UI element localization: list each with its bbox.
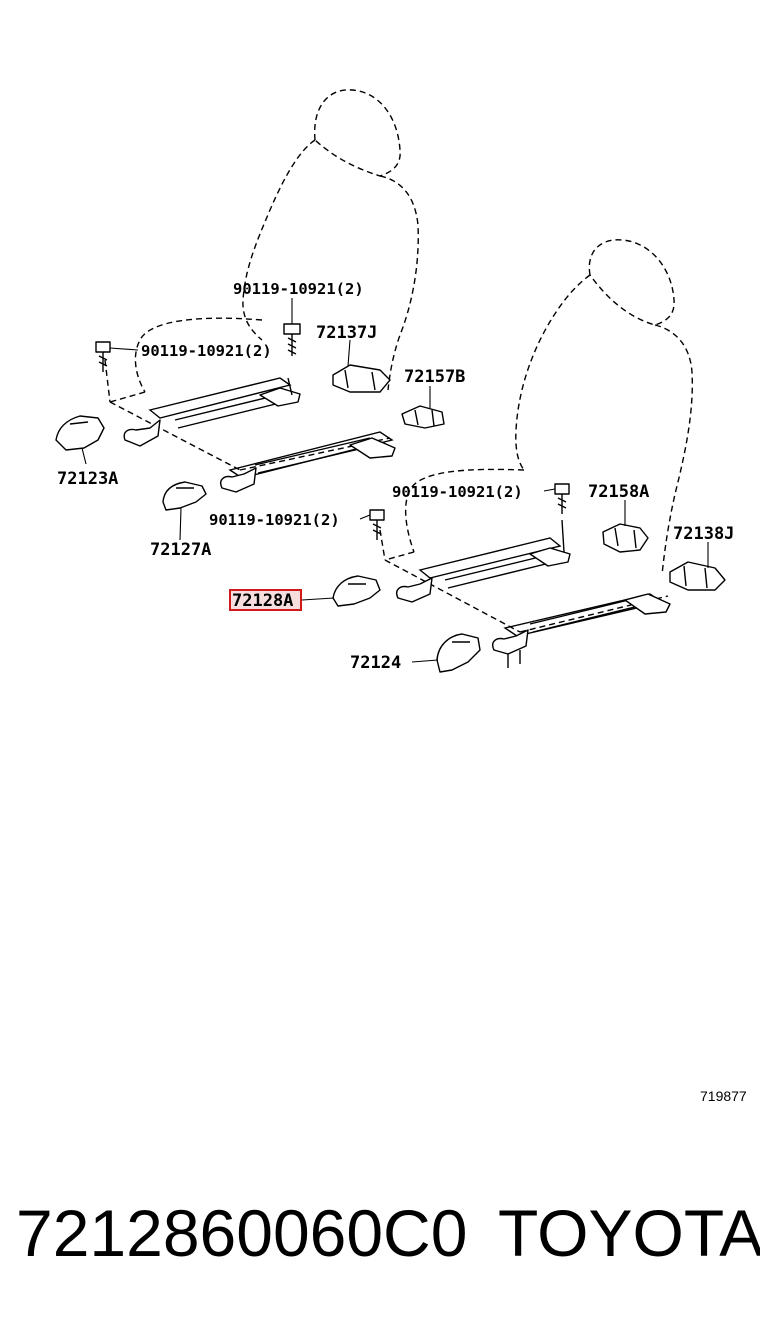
leader-72127A [179,507,182,541]
part-72158A-shape [602,523,649,553]
bolt-top-icon [283,323,301,356]
brand-name: TOYOTA [498,1196,760,1270]
part-72157B-shape [401,405,445,429]
bolt-mid-icon [369,509,385,540]
callout-72157B[interactable]: 72157B [404,367,465,387]
bolt-left-icon [95,341,111,372]
part-72124-shape [436,633,481,673]
callout-bolt-top[interactable]: 90119-10921(2) [233,280,364,298]
leader-72137J [347,339,351,367]
part-number: 7212860060C0 [16,1196,468,1270]
part-72128A-shape [332,575,381,607]
callout-bolt-left[interactable]: 90119-10921(2) [141,342,272,360]
leader-72124 [411,659,439,663]
highlight-box [229,589,302,611]
callout-72128A[interactable]: 72128A [232,591,293,611]
illustration-number: 719877 [700,1088,747,1104]
callout-72158A[interactable]: 72158A [588,482,649,502]
callout-72123A[interactable]: 72123A [57,469,118,489]
leader-72128A [301,597,335,601]
callout-bolt-right[interactable]: 90119-10921(2) [392,483,523,501]
footer: 7212860060C0 TOYOTA [0,1195,760,1275]
part-72137J-shape [332,364,391,393]
callout-72127A[interactable]: 72127A [150,540,211,560]
leader-bolt-right [543,488,556,492]
bolt-right-icon [554,483,570,514]
callout-bolt-mid[interactable]: 90119-10921(2) [209,511,340,529]
leader-bolt-left [109,347,139,351]
part-72127A-shape [162,481,207,511]
left-seat-outline [104,89,419,471]
leader-72123A [81,447,87,465]
right-seat-outline [379,239,694,633]
callout-72124[interactable]: 72124 [350,653,401,673]
leader-bolt-mid [359,514,371,520]
part-72123A-shape [55,415,105,451]
right-seat-rails [396,519,671,668]
callout-72137J[interactable]: 72137J [316,323,377,343]
callout-72138J[interactable]: 72138J [673,524,734,544]
left-seat-rails [123,377,396,493]
part-72138J-shape [669,561,726,591]
